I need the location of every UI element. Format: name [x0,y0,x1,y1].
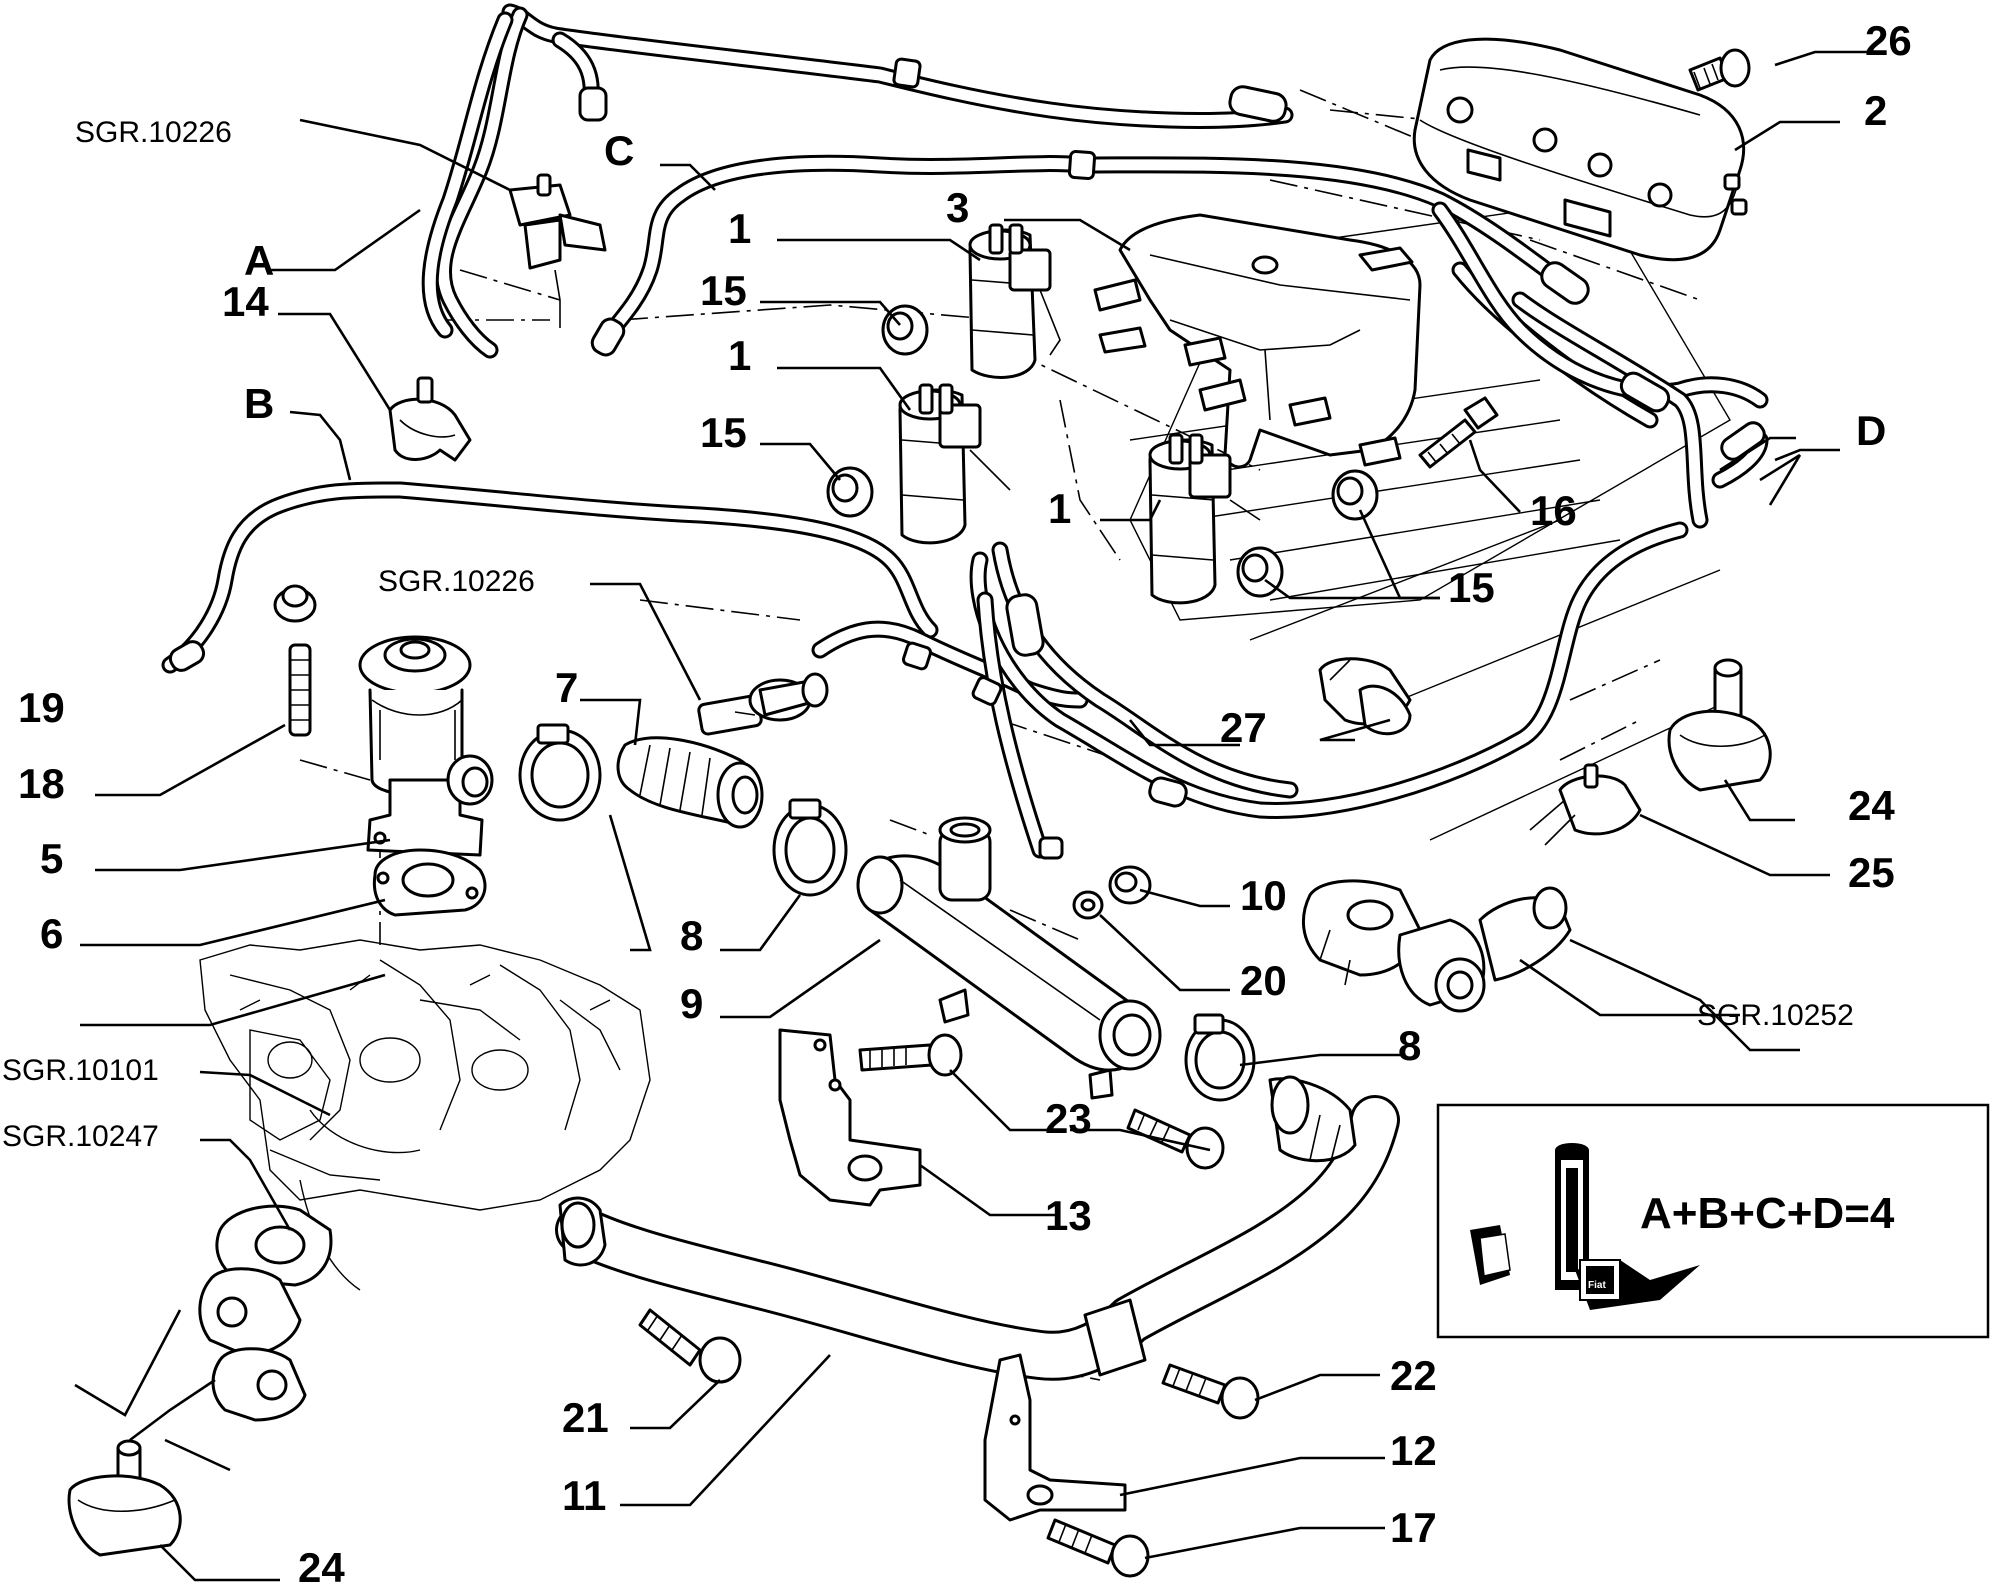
clamp-8-left-upper [518,723,602,822]
callout-26: 26 [1865,17,1912,64]
callout-12: 12 [1390,1427,1437,1474]
nut-15-right-b [1236,546,1284,598]
callout-13: 13 [1045,1192,1092,1239]
ref-sgr-10252: SGR.10252 [1697,999,1854,1032]
callout-20: 20 [1240,957,1287,1004]
vacuum-reservoir [1412,37,1748,262]
callout-15-upper: 15 [700,267,747,314]
sealant-product-icon: Fiat [1470,1143,1700,1310]
bolt-23-left [858,1033,963,1077]
leader-lines [74,50,1875,1582]
callout-18: 18 [18,760,65,807]
callout-24-bottom: 24 [298,1544,345,1591]
pipe-letter-a: A [244,237,274,284]
ref-sgr-10226-top: SGR.10226 [75,116,232,149]
washer-20 [1072,890,1104,920]
bolt-21 [638,1308,742,1384]
sensor-clip-24-bottom [67,1439,182,1557]
callout-17: 17 [1390,1504,1437,1551]
screw-26 [1688,48,1751,92]
ref-sgr-10226-mid: SGR.10226 [378,565,535,598]
hose-7 [616,736,764,829]
pipe-letter-c: C [604,127,634,174]
pipe-letter-b: B [244,380,274,427]
nut-19 [273,584,317,623]
egr-cooler-9 [856,816,1162,1100]
callout-1-upper: 1 [728,205,751,252]
bolt-23-right [1126,1108,1225,1170]
solenoid-valve-right [1148,433,1261,605]
bracket-13 [778,1028,922,1207]
bolt-17 [1046,1518,1150,1578]
bolt-22 [1161,1363,1260,1420]
callout-21: 21 [562,1394,609,1441]
clamp-8-right [1184,1013,1256,1102]
callout-19: 19 [18,684,65,731]
throttle-body [1301,879,1572,1013]
pipe-letter-d: D [1856,407,1886,454]
callout-23: 23 [1045,1095,1092,1142]
product-label: Fiat [1588,1280,1606,1291]
callout-22: 22 [1390,1352,1437,1399]
clip-14 [388,376,472,462]
callout-8-right: 8 [1398,1022,1421,1069]
egr-gasket-6 [372,848,487,917]
callout-16: 16 [1530,487,1577,534]
bracket-12 [983,1353,1127,1522]
clamp-8-lower [772,798,848,897]
clip-27 [1318,657,1412,736]
callout-11: 11 [562,1472,606,1519]
callout-24-right: 24 [1848,782,1895,829]
bolt-16 [1418,396,1499,469]
callout-1-right: 1 [1048,485,1071,532]
clip-25 [1529,763,1642,846]
nut-15-right-a [1331,469,1379,521]
exhaust-flange [198,1204,333,1422]
callout-10: 10 [1240,872,1287,919]
callout-7: 7 [555,664,578,711]
pressure-modulator-mid [697,672,829,736]
ref-sgr-10247: SGR.10247 [2,1120,159,1153]
callout-3: 3 [946,184,969,231]
callout-14: 14 [222,278,269,325]
ref-sgr-10101: SGR.10101 [2,1054,159,1087]
solenoid-bracket [1093,213,1422,469]
pipe-count-formula: A+B+C+D=4 [1640,1189,1895,1238]
stud-18 [288,643,312,737]
egr-pipe-11 [555,1075,1400,1381]
callout-8-left: 8 [680,912,703,959]
callout-15-left: 15 [700,409,747,456]
pressure-sensor-top [508,173,607,301]
solenoid-valve-left [898,383,1011,545]
callout-9: 9 [680,980,703,1027]
callout-5: 5 [40,835,63,882]
callout-2: 2 [1864,87,1887,134]
callout-27: 27 [1220,704,1267,751]
nut-10 [1108,865,1152,905]
callout-25: 25 [1848,849,1895,896]
control-pipes [161,3,1769,859]
sensor-clip-24-right [1667,658,1772,792]
callout-labels: 26 2 3 1 1 1 15 15 15 14 16 19 18 5 6 7 … [2,17,1912,1591]
callout-6: 6 [40,910,63,957]
callout-15-right: 15 [1448,564,1495,611]
sealant-note-box: Fiat A+B+C+D=4 [1436,1103,1990,1339]
solenoid-valve-upper [968,223,1061,379]
callout-1-left: 1 [728,332,751,379]
egr-valve-5 [358,635,494,857]
